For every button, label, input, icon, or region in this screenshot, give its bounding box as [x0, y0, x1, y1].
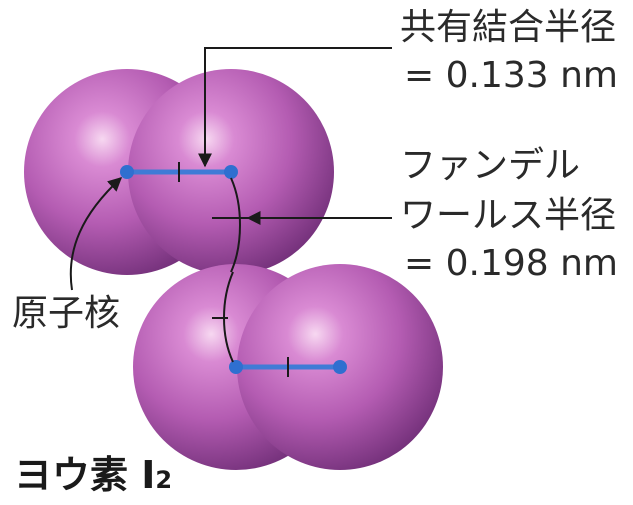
covalent-radius-title: 共有結合半径 [400, 7, 617, 48]
nucleus-leader-line [69, 177, 123, 291]
nucleus-upper-right [224, 165, 238, 179]
nucleus-label: 原子核 [12, 293, 121, 334]
vdw-radius-title-line2: ワールス半径 [400, 195, 617, 236]
nucleus-lower-left [229, 360, 243, 374]
molecule-name: ヨウ素 I2 [14, 456, 172, 494]
molecule-subscript: 2 [155, 466, 173, 494]
covalent-radius-value: = 0.133 nm [404, 55, 618, 96]
nucleus-upper-left [120, 165, 134, 179]
covalent-leader-line [198, 47, 392, 168]
vdw-radius-value: = 0.198 nm [404, 243, 618, 284]
vdw-radius-title-line1: ファンデル [400, 145, 581, 186]
nucleus-lower-right [333, 360, 347, 374]
vdw-bracket-upper [230, 177, 241, 273]
molecule-name-text: ヨウ素 I [14, 453, 156, 497]
